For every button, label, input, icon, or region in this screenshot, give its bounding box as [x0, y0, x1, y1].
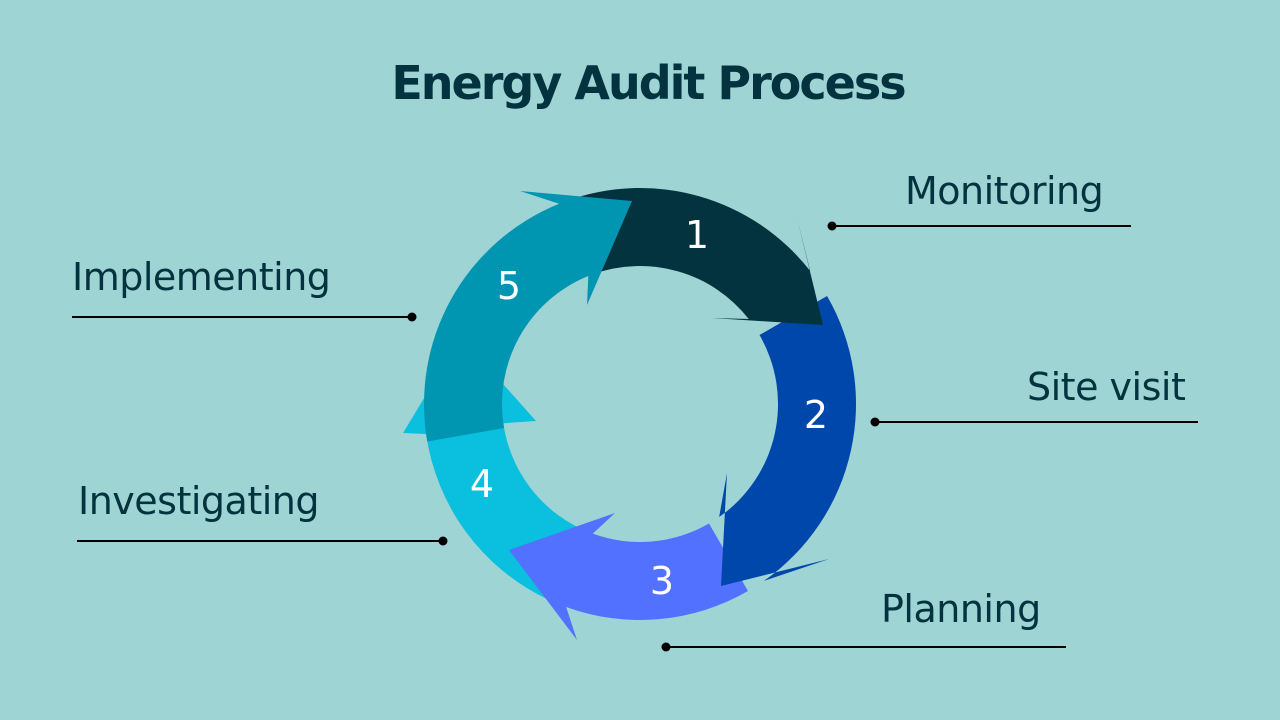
- step-number-5: 5: [497, 264, 521, 308]
- connector-monitoring: [827, 221, 1131, 231]
- connector-investigating: [77, 536, 448, 546]
- connector-planning: [661, 642, 1066, 652]
- step-number-1: 1: [685, 213, 709, 257]
- step-label-implementing: Implementing: [72, 255, 331, 299]
- step-number-3: 3: [650, 559, 674, 603]
- connector-implementing: [72, 312, 417, 322]
- diagram-title: Energy Audit Process: [391, 56, 906, 110]
- step-label-site-visit: Site visit: [1027, 365, 1186, 409]
- step-label-investigating: Investigating: [78, 479, 319, 523]
- step-label-planning: Planning: [881, 587, 1041, 631]
- connector-site-visit: [870, 417, 1198, 427]
- arrow-step-3: [509, 513, 748, 640]
- step-number-4: 4: [470, 462, 494, 506]
- step-number-2: 2: [804, 393, 828, 437]
- step-label-monitoring: Monitoring: [905, 169, 1104, 213]
- arrow-step-1: [566, 187, 823, 325]
- arrow-step-2: [719, 296, 857, 586]
- arrow-step-5: [424, 191, 632, 442]
